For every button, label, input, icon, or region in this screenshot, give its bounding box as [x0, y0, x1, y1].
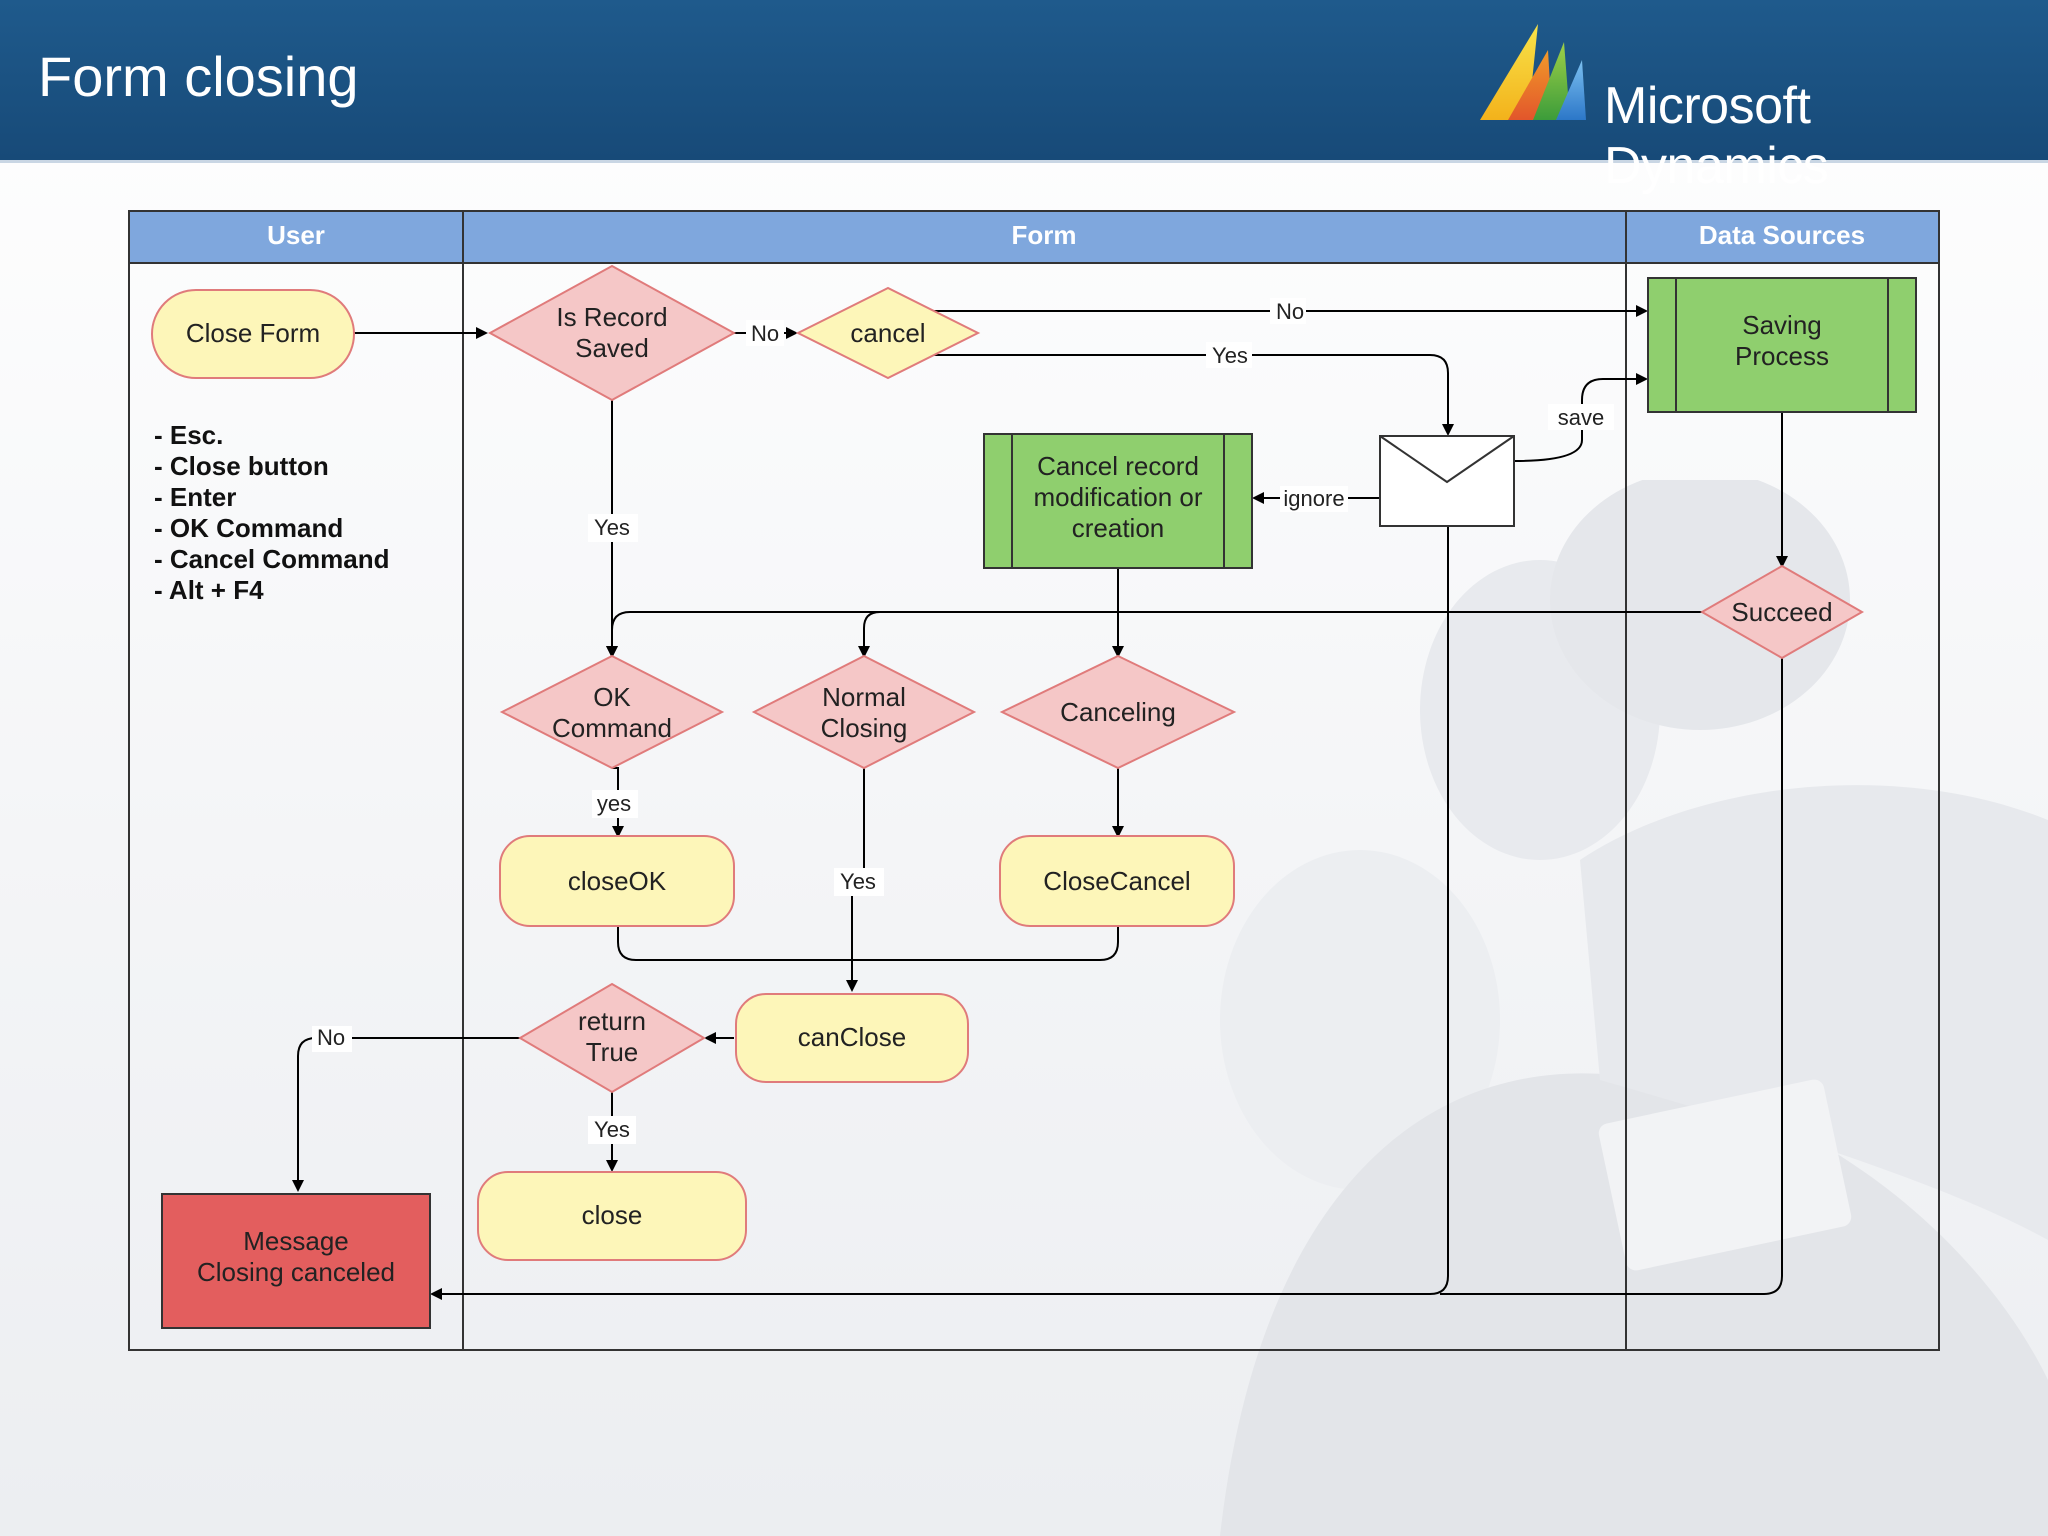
node-close-ok: closeOK — [499, 835, 735, 927]
svg-text:Command: Command — [552, 713, 672, 743]
node-is-record-saved: Is Record Saved — [487, 264, 737, 402]
svg-text:True: True — [586, 1037, 639, 1067]
header-bar: Form closing Microsoft Dynamics — [0, 0, 2048, 195]
background-photo-silhouette — [1220, 480, 2048, 1536]
node-can-close: canClose — [735, 993, 969, 1083]
svg-text:OK: OK — [593, 682, 631, 712]
brand-name: Microsoft Dynamics — [1604, 77, 1829, 195]
svg-text:Closing canceled: Closing canceled — [197, 1257, 395, 1287]
edge-label-yes-return: Yes — [594, 1117, 630, 1142]
edge-label-save: save — [1558, 405, 1604, 430]
svg-text:Succeed: Succeed — [1731, 597, 1832, 627]
dynamics-logo-icon — [1480, 24, 1586, 120]
svg-text:CloseCancel: CloseCancel — [1043, 866, 1190, 896]
node-return-true: return True — [518, 982, 706, 1094]
edge-envelope-down-to-message — [430, 526, 1449, 1300]
edge-close-ok-to-can-close — [617, 926, 858, 992]
node-canceling: Canceling — [999, 654, 1237, 770]
lane-header-form: Form — [1012, 220, 1077, 250]
edge-label-yes-saved: Yes — [594, 515, 630, 540]
edge-succeed-to-ok-command — [606, 611, 1702, 658]
node-normal-closing: Normal Closing — [751, 654, 977, 770]
edge-return-no-to-message — [292, 1037, 520, 1192]
node-message-closing-canceled: Message Closing canceled — [161, 1193, 431, 1329]
trigger-ok-command: - OK Command — [154, 513, 343, 543]
edge-label-yes-ok: yes — [597, 791, 631, 816]
node-ok-command: OK Command — [499, 654, 725, 770]
svg-text:Process: Process — [1735, 341, 1829, 371]
swimlanes: User Form Data Sources — [128, 210, 1940, 1351]
node-close-cancel: CloseCancel — [999, 835, 1235, 927]
svg-text:Normal: Normal — [822, 682, 906, 712]
edge-label-yes-cancel: Yes — [1212, 343, 1248, 368]
svg-text:Saving: Saving — [1742, 310, 1822, 340]
edge-succeed-to-normal-closing — [858, 611, 881, 658]
svg-text:Closing: Closing — [821, 713, 908, 743]
svg-text:return: return — [578, 1006, 646, 1036]
trigger-cancel-command: - Cancel Command — [154, 544, 390, 574]
svg-text:creation: creation — [1072, 513, 1165, 543]
svg-text:close: close — [582, 1200, 643, 1230]
edge-label-no-cancel: No — [1276, 299, 1304, 324]
edge-label-no-return: No — [317, 1025, 345, 1050]
node-cancel-decision: cancel — [795, 286, 981, 380]
edge-labels: No No Yes save ignore Yes yes Yes No Yes — [312, 298, 1614, 1144]
trigger-alt-f4: - Alt + F4 — [154, 575, 264, 605]
svg-text:Canceling: Canceling — [1060, 697, 1176, 727]
edge-label-ignore: ignore — [1283, 486, 1344, 511]
node-succeed: Succeed — [1699, 564, 1865, 660]
svg-text:Close Form: Close Form — [186, 318, 320, 348]
svg-text:cancel: cancel — [850, 318, 925, 348]
svg-text:Is Record: Is Record — [556, 302, 667, 332]
node-saving-process: Saving Process — [1647, 277, 1917, 413]
page-title: Form closing — [38, 45, 359, 108]
node-close-form: Close Form — [151, 289, 355, 379]
svg-text:canClose: canClose — [798, 1022, 906, 1052]
svg-text:Saved: Saved — [575, 333, 649, 363]
lane-header-user: User — [267, 220, 325, 250]
svg-text:Cancel record: Cancel record — [1037, 451, 1199, 481]
edge-envelope-save-to-saving — [1514, 373, 1648, 462]
node-cancel-record: Cancel record modification or creation — [983, 433, 1253, 569]
svg-text:closeOK: closeOK — [568, 866, 667, 896]
edge-label-yes-normal: Yes — [840, 869, 876, 894]
trigger-list: - Esc. - Close button - Enter - OK Comma… — [154, 420, 390, 605]
edge-cancel-yes-to-envelope — [934, 354, 1454, 436]
trigger-close-button: - Close button — [154, 451, 329, 481]
svg-text:modification or: modification or — [1033, 482, 1202, 512]
edge-close-cancel-to-can-close — [852, 926, 1119, 961]
node-close: close — [477, 1171, 747, 1261]
svg-text:Message: Message — [243, 1226, 349, 1256]
envelope-icon — [1379, 435, 1515, 484]
trigger-esc: - Esc. — [154, 420, 223, 450]
trigger-enter: - Enter — [154, 482, 236, 512]
node-envelope — [1379, 435, 1515, 527]
edge-label-no-saved: No — [751, 321, 779, 346]
edge-succeed-down-to-message — [1440, 658, 1783, 1295]
lane-header-data-sources: Data Sources — [1699, 220, 1865, 250]
